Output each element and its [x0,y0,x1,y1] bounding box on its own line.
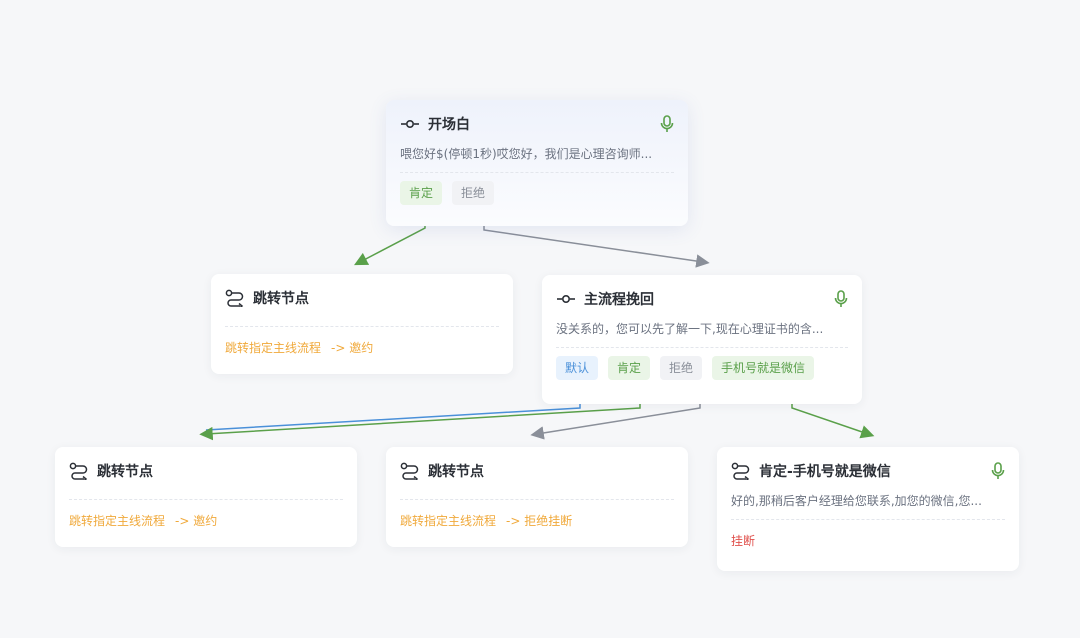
branch-tag-no[interactable]: 拒绝 [660,356,703,380]
branch-tag-yes[interactable]: 肯定 [608,356,651,380]
branch-tag-default[interactable]: 默认 [556,356,599,380]
hangup-action: 挂断 [731,534,756,548]
divider [400,499,674,500]
node-jump-1[interactable]: 跳转节点 跳转指定主线流程 -> 邀约 [211,274,513,374]
script-node-icon [400,118,420,130]
branch-tag-wechat[interactable]: 手机号就是微信 [712,356,815,380]
node-title: 跳转节点 [97,464,153,480]
microphone-icon[interactable] [660,115,674,133]
jump-target: 跳转指定主线流程 -> 邀约 [69,512,343,529]
node-opening[interactable]: 开场白 喂您好$(停顿1秒)哎您好，我们是心理咨询师... 肯定 拒绝 [386,100,688,226]
node-title: 开场白 [428,117,470,133]
jump-node-icon [731,462,751,480]
jump-node-icon [225,289,245,307]
microphone-icon[interactable] [834,290,848,308]
jump-node-icon [69,462,89,480]
node-title: 主流程挽回 [584,292,654,308]
branch-tag-no[interactable]: 拒绝 [452,181,495,205]
divider [556,347,848,348]
script-node-icon [556,293,576,305]
jump-target: 跳转指定主线流程 -> 邀约 [225,339,499,356]
jump-node-icon [400,462,420,480]
jump-target-flow: 跳转指定主线流程 [69,514,166,528]
jump-target-flow: 跳转指定主线流程 [400,514,497,528]
jump-target: 跳转指定主线流程 -> 拒绝挂断 [400,512,674,529]
branch-tag-yes[interactable]: 肯定 [400,181,443,205]
node-description: 喂您好$(停顿1秒)哎您好，我们是心理咨询师... [400,147,653,161]
node-jump-2[interactable]: 跳转节点 跳转指定主线流程 -> 邀约 [55,447,357,547]
divider [400,172,674,173]
divider [731,519,1005,520]
node-recover[interactable]: 主流程挽回 没关系的，您可以先了解一下,现在心理证书的含... 默认 肯定 拒绝… [542,275,862,404]
jump-target-node: -> 邀约 [331,341,374,355]
node-jump-3[interactable]: 跳转节点 跳转指定主线流程 -> 拒绝挂断 [386,447,688,547]
node-wechat[interactable]: 肯定-手机号就是微信 好的,那稍后客户经理给您联系,加您的微信,您... 挂断 [717,447,1019,571]
microphone-icon[interactable] [991,462,1005,480]
branch-tags: 肯定 拒绝 [400,181,674,205]
node-description: 好的,那稍后客户经理给您联系,加您的微信,您... [731,494,982,508]
edge-recover-default [205,393,581,431]
jump-target-node: -> 拒绝挂断 [506,514,573,528]
jump-target-node: -> 邀约 [175,514,218,528]
divider [69,499,343,500]
divider [225,326,499,327]
node-title: 跳转节点 [428,464,484,480]
node-description: 没关系的，您可以先了解一下,现在心理证书的含... [556,322,824,336]
node-title: 肯定-手机号就是微信 [759,464,891,480]
node-title: 跳转节点 [253,291,309,307]
jump-target-flow: 跳转指定主线流程 [225,341,322,355]
branch-tags: 默认 肯定 拒绝 手机号就是微信 [556,356,848,380]
